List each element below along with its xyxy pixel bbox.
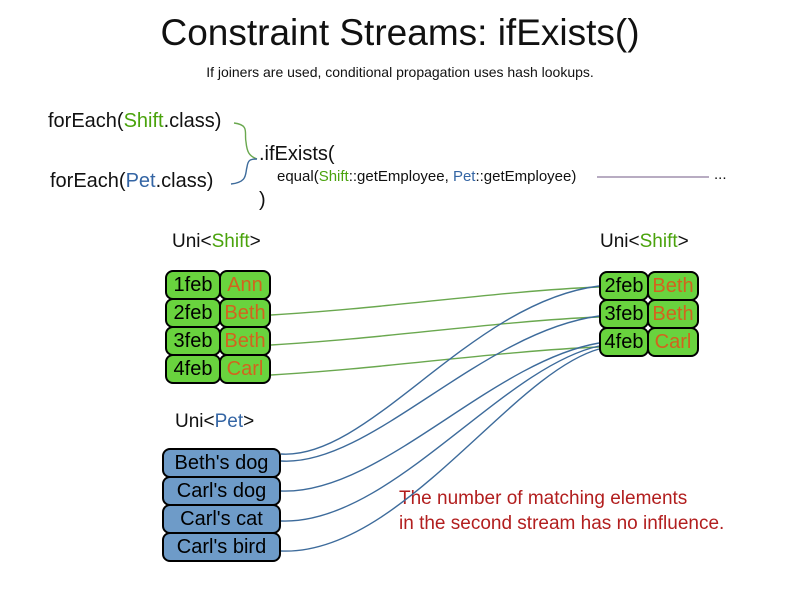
pet-row: Carl's bird <box>162 532 281 562</box>
header-text: > <box>249 231 261 252</box>
header-text: Uni< <box>172 231 212 252</box>
note-text: The number of matching elements in the s… <box>399 486 724 536</box>
code-text: .class) <box>155 170 214 192</box>
code-text: equal( <box>277 168 319 185</box>
pet-row: Carl's cat <box>162 504 281 534</box>
right-shift-table-header: Uni<Shift> <box>600 231 689 253</box>
code-text: forEach( <box>48 110 124 132</box>
shift-date-cell: 2feb <box>599 271 649 301</box>
shift-employee-cell: Ann <box>219 270 271 300</box>
left-shift-table-header: Uni<Shift> <box>172 231 261 253</box>
line-left4feb-right4feb <box>270 346 600 376</box>
line-carlsdog-right4feb <box>280 342 600 492</box>
code-text: forEach( <box>50 170 126 192</box>
note-line: in the second stream has no influence. <box>399 513 725 534</box>
shift-employee-cell: Beth <box>647 271 699 301</box>
shift-date-cell: 4feb <box>165 354 221 384</box>
shift-employee-cell: Beth <box>219 326 271 356</box>
table-row: 3feb Beth <box>599 299 699 329</box>
pet-table-header: Uni<Pet> <box>175 411 254 433</box>
code-equal-joiner: equal(Shift::getEmployee, Pet::getEmploy… <box>277 168 576 185</box>
right-shift-table: 2feb Beth 3feb Beth 4feb Carl <box>599 271 699 357</box>
pet-class-keyword: Pet <box>452 168 476 185</box>
pet-type-keyword: Pet <box>214 411 244 432</box>
shift-class-keyword: Shift <box>123 110 164 132</box>
shift-class-keyword: Shift <box>318 168 349 185</box>
brace-bottom-blue <box>230 158 258 185</box>
code-close-paren: ) <box>259 189 266 211</box>
line-carlsbird-right4feb <box>280 348 600 552</box>
shift-type-keyword: Shift <box>639 231 678 252</box>
shift-date-cell: 3feb <box>599 299 649 329</box>
table-row: 4feb Carl <box>599 327 699 357</box>
slide-subtitle: If joiners are used, conditional propaga… <box>206 64 594 80</box>
pet-row: Beth's dog <box>162 448 281 478</box>
line-bethsdog-right3feb <box>280 315 600 462</box>
shift-date-cell: 2feb <box>165 298 221 328</box>
header-text: Uni< <box>175 411 215 432</box>
code-text: ::getEmployee) <box>475 168 577 185</box>
shift-type-keyword: Shift <box>211 231 250 252</box>
note-line: The number of matching elements <box>399 488 688 509</box>
brace-top-green <box>233 122 258 160</box>
pet-row: Carl's dog <box>162 476 281 506</box>
table-row: 2feb Beth <box>599 271 699 301</box>
table-row: 3feb Beth <box>165 326 271 356</box>
line-left2feb-right2feb <box>270 286 600 316</box>
pet-class-keyword: Pet <box>125 170 156 192</box>
shift-employee-cell: Beth <box>219 298 271 328</box>
header-text: Uni< <box>600 231 640 252</box>
shift-date-cell: 1feb <box>165 270 221 300</box>
line-bethsdog-right2feb <box>280 285 600 455</box>
slide-title: Constraint Streams: ifExists() <box>160 12 640 53</box>
table-row: 1feb Ann <box>165 270 271 300</box>
shift-employee-cell: Carl <box>647 327 699 357</box>
shift-employee-cell: Beth <box>647 299 699 329</box>
joiner-ellipsis: ... <box>714 166 727 183</box>
header-text: > <box>243 411 255 432</box>
code-foreach-shift: forEach(Shift.class) <box>48 110 221 133</box>
shift-employee-cell: Carl <box>219 354 271 384</box>
pet-table: Beth's dog Carl's dog Carl's cat Carl's … <box>162 448 281 562</box>
header-text: > <box>677 231 689 252</box>
shift-date-cell: 4feb <box>599 327 649 357</box>
code-text: ::getEmployee, <box>348 168 453 185</box>
left-shift-table: 1feb Ann 2feb Beth 3feb Beth 4feb Carl <box>165 270 271 384</box>
code-ifexists: .ifExists( <box>259 143 335 165</box>
table-row: 4feb Carl <box>165 354 271 384</box>
shift-date-cell: 3feb <box>165 326 221 356</box>
code-foreach-pet: forEach(Pet.class) <box>50 170 213 193</box>
line-carlscat-right4feb <box>280 345 600 522</box>
line-left3feb-right3feb <box>270 316 600 346</box>
table-row: 2feb Beth <box>165 298 271 328</box>
code-text: .class) <box>163 110 222 132</box>
